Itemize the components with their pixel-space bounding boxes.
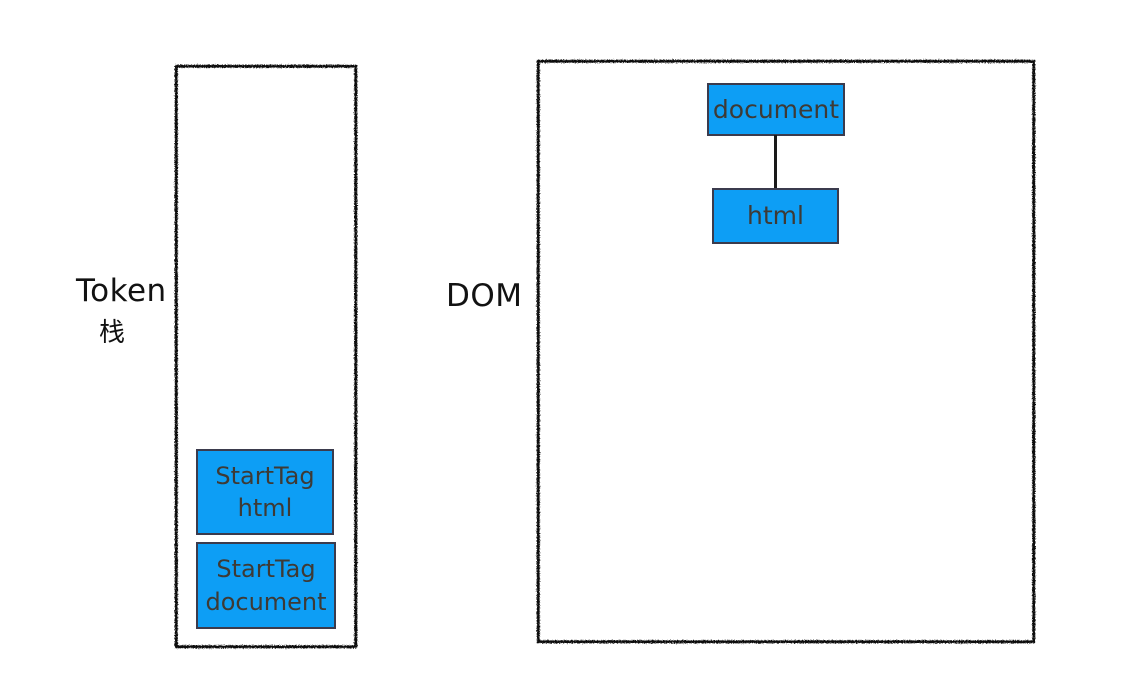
token-panel-label: Token — [76, 273, 167, 309]
dom-node-html[interactable]: html — [712, 188, 839, 244]
dom-node-label: html — [747, 201, 804, 231]
dom-node-document[interactable]: document — [707, 83, 845, 136]
token-item-name: html — [237, 494, 293, 522]
token-item-type: StartTag — [216, 555, 316, 584]
dom-node-label: document — [712, 94, 840, 124]
token-stack-item[interactable]: StartTag document — [196, 542, 336, 629]
tree-edge-document-html — [774, 135, 777, 189]
token-item-name: document — [205, 587, 327, 616]
dom-panel-border — [536, 59, 1036, 644]
dom-panel-label: DOM — [446, 278, 523, 314]
token-stack-item[interactable]: StartTag html — [196, 449, 334, 535]
token-panel-label-stack: 栈 — [99, 318, 126, 348]
token-item-type: StartTag — [215, 461, 315, 490]
